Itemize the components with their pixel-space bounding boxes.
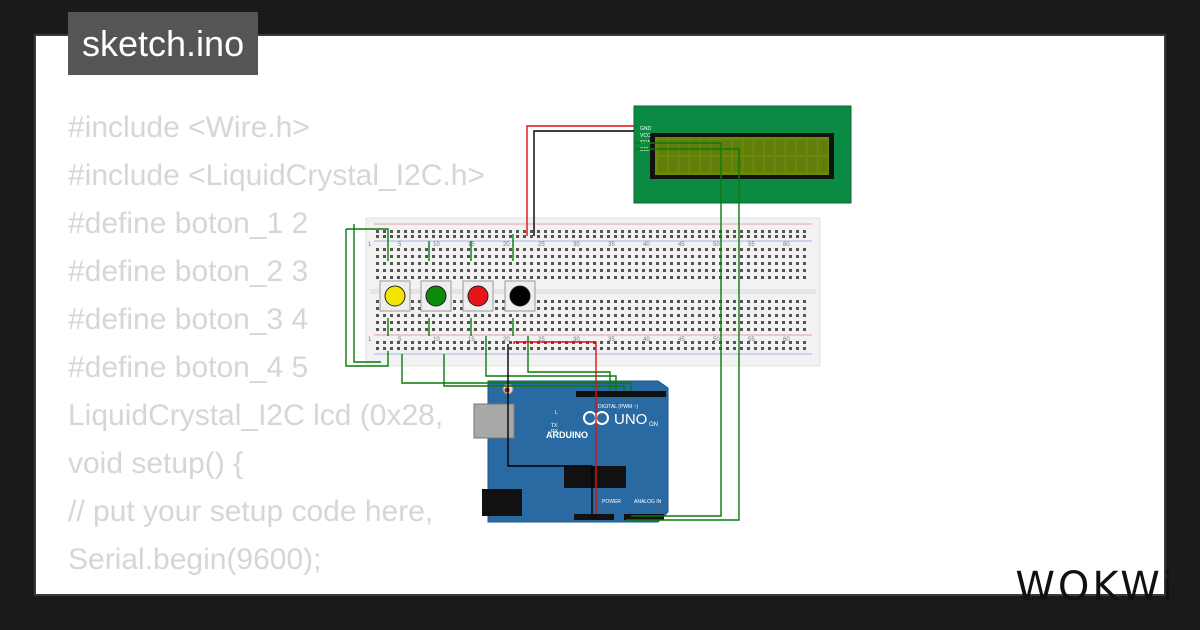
breadboard-column-number: 60 [783, 242, 790, 248]
wires [345, 125, 740, 521]
breadboard-column-number: 25 [538, 337, 545, 343]
breadboard-column-number: 30 [573, 242, 580, 248]
pushbuttons [379, 280, 536, 312]
arduino-power-label: POWER [602, 499, 621, 505]
breadboard-column-number: 1 [368, 337, 372, 343]
lcd-pin-scl-label: SCL [640, 147, 650, 153]
pushbutton-red[interactable] [462, 280, 494, 312]
arduino-on-label: ON [649, 422, 658, 428]
lcd-pin-vcc-label: VCC [640, 133, 651, 139]
arduino-brand-label: ARDUINO [546, 430, 588, 440]
breadboard-column-number: 10 [433, 242, 440, 248]
pushbutton-black[interactable] [504, 280, 536, 312]
breadboard-column-number: 45 [678, 242, 685, 248]
arduino-uno-board: ARDUINO UNO DIGITAL (PWM ~) POWER ANALOG… [473, 380, 669, 523]
breadboard-column-number: 35 [608, 242, 615, 248]
breadboard-column-number: 1 [368, 242, 372, 248]
lcd-character-grid [658, 140, 828, 172]
code-line: #include <Wire.h> [68, 111, 310, 144]
pushbutton-green[interactable] [420, 280, 452, 312]
lcd-module: GND VCC SDA SCL [633, 105, 852, 204]
breadboard-column-number: 15 [468, 337, 475, 343]
code-line: #define boton_4 5 [68, 351, 309, 384]
breadboard-column-number: 25 [538, 242, 545, 248]
code-line: // put your setup code here, [68, 495, 434, 528]
breadboard-column-number: 40 [643, 337, 650, 343]
breadboard-column-number: 45 [678, 337, 685, 343]
code-line: #include <LiquidCrystal_I2C.h> [68, 159, 485, 192]
code-editor: #include <Wire.h> #include <LiquidCrystal… [68, 104, 552, 594]
breadboard-column-number: 40 [643, 242, 650, 248]
sketch-card: #include <Wire.h> #include <LiquidCrystal… [36, 36, 1164, 594]
breadboard-column-number: 50 [713, 337, 720, 343]
arduino-rx-label: RX [551, 429, 559, 435]
pushbutton-yellow[interactable] [379, 280, 411, 312]
breadboard-column-number: 20 [503, 242, 510, 248]
code-line: #define boton_1 2 [68, 207, 309, 240]
code-line: void setup() { [68, 447, 244, 480]
arduino-l-label: L [555, 410, 558, 416]
code-line: pinMode(boton_1,INPUT_PULLUP); [68, 584, 552, 594]
breadboard-column-number: 10 [433, 337, 440, 343]
code-line: Serial.begin(9600); [68, 543, 322, 576]
code-line: #define boton_2 3 [68, 255, 309, 288]
code-line: #define boton_3 4 [68, 303, 309, 336]
breadboard-column-number: 30 [573, 337, 580, 343]
arduino-model-label: UNO [614, 411, 647, 428]
breadboard-column-number: 20 [503, 337, 510, 343]
breadboard-column-number: 55 [748, 337, 755, 343]
breadboard-column-number: 55 [748, 242, 755, 248]
breadboard-column-number: 60 [783, 337, 790, 343]
breadboard-column-number: 5 [398, 337, 402, 343]
arduino-tx-label: TX [551, 423, 558, 429]
arduino-digital-label: DIGITAL (PWM ~) [598, 404, 638, 410]
lcd-pin-gnd-label: GND [640, 126, 652, 132]
code-line: LiquidCrystal_I2C lcd (0x28, [68, 399, 444, 432]
file-tab[interactable]: sketch.ino [68, 12, 259, 75]
wokwi-logo: WOKWi [1015, 564, 1176, 610]
arduino-analog-label: ANALOG IN [634, 499, 662, 505]
breadboard-column-number: 50 [713, 242, 720, 248]
breadboard-column-number: 35 [608, 337, 615, 343]
breadboard-column-number: 5 [398, 242, 402, 248]
